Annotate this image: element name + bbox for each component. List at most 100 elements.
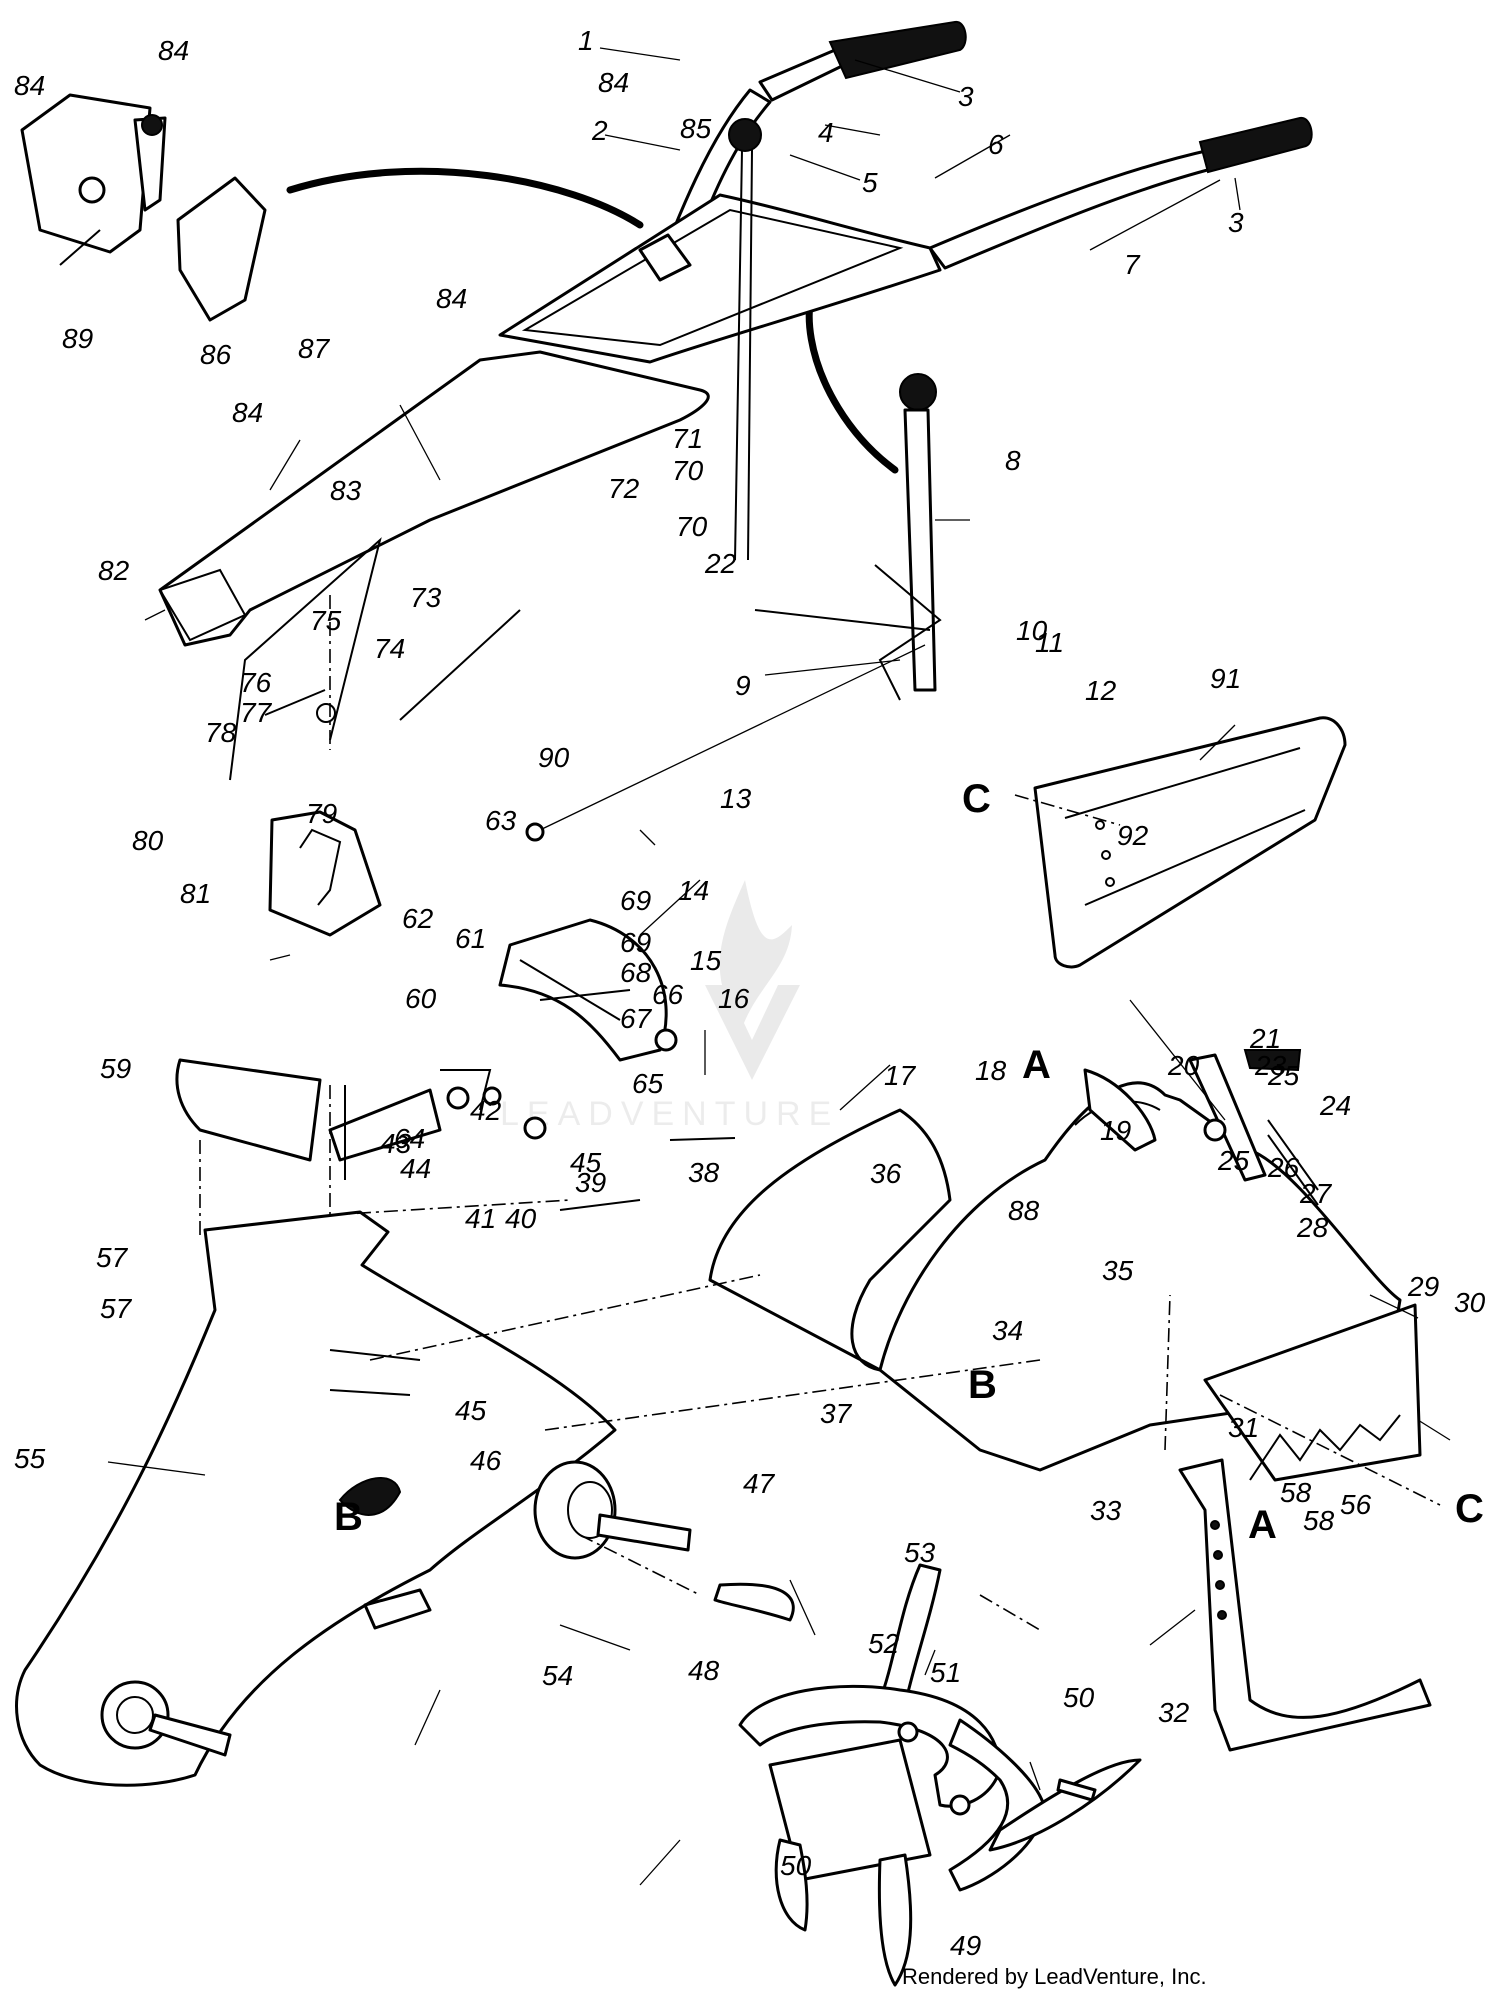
callout-63: 63 bbox=[485, 805, 517, 836]
callout-72: 72 bbox=[608, 473, 640, 504]
callout-18: 18 bbox=[975, 1055, 1007, 1086]
callout-83: 83 bbox=[330, 475, 362, 506]
callout-84: 84 bbox=[232, 397, 263, 428]
callout-28: 28 bbox=[1296, 1212, 1329, 1243]
callout-17: 17 bbox=[884, 1060, 917, 1091]
callout-19: 19 bbox=[1100, 1115, 1131, 1146]
section-letter-c: C bbox=[1455, 1487, 1484, 1531]
callout-54: 54 bbox=[542, 1660, 573, 1691]
callout-69: 69 bbox=[620, 927, 651, 958]
callout-3: 3 bbox=[958, 81, 974, 112]
callout-21: 21 bbox=[1249, 1023, 1281, 1054]
callout-71: 71 bbox=[672, 423, 703, 454]
callout-58: 58 bbox=[1280, 1477, 1312, 1508]
callout-43: 43 bbox=[380, 1128, 412, 1159]
callout-56: 56 bbox=[1340, 1489, 1372, 1520]
callout-57: 57 bbox=[96, 1242, 129, 1273]
callout-70: 70 bbox=[672, 455, 704, 486]
callout-34: 34 bbox=[992, 1315, 1023, 1346]
callout-16: 16 bbox=[718, 983, 750, 1014]
callout-2: 2 bbox=[591, 115, 608, 146]
callout-40: 40 bbox=[505, 1203, 537, 1234]
callout-39: 39 bbox=[575, 1167, 606, 1198]
callout-26: 26 bbox=[1267, 1152, 1300, 1183]
callout-84: 84 bbox=[14, 70, 45, 101]
callout-4: 4 bbox=[818, 117, 834, 148]
callout-91: 91 bbox=[1210, 663, 1241, 694]
callout-15: 15 bbox=[690, 945, 722, 976]
callout-87: 87 bbox=[298, 333, 331, 364]
callout-70: 70 bbox=[676, 511, 708, 542]
leader-lines bbox=[107, 47, 1451, 1886]
callout-8: 8 bbox=[1005, 445, 1021, 476]
callout-55: 55 bbox=[14, 1443, 46, 1474]
callout-80: 80 bbox=[132, 825, 164, 856]
depth-stake bbox=[1178, 1458, 1432, 1752]
callout-20: 20 bbox=[1167, 1050, 1200, 1081]
callout-13: 13 bbox=[720, 783, 752, 814]
tine-assembly bbox=[713, 1563, 1142, 1987]
callout-79: 79 bbox=[306, 798, 337, 829]
callout-32: 32 bbox=[1158, 1697, 1190, 1728]
callout-64: 64 bbox=[394, 1123, 425, 1154]
callout-59: 59 bbox=[100, 1053, 131, 1084]
callout-30: 30 bbox=[1454, 1287, 1486, 1318]
callout-9: 9 bbox=[735, 670, 751, 701]
callout-45: 45 bbox=[455, 1395, 487, 1426]
callout-23: 23 bbox=[1254, 1050, 1287, 1081]
callout-50: 50 bbox=[780, 1850, 812, 1881]
section-letter-a: A bbox=[1248, 1503, 1277, 1547]
callout-60: 60 bbox=[405, 983, 437, 1014]
callout-25: 25 bbox=[1267, 1060, 1300, 1091]
callout-69: 69 bbox=[620, 885, 651, 916]
callout-82: 82 bbox=[98, 555, 130, 586]
callout-25: 25 bbox=[1217, 1145, 1250, 1176]
callout-62: 62 bbox=[402, 903, 434, 934]
linkage-assembly bbox=[175, 537, 736, 1211]
depth-plate bbox=[1033, 716, 1347, 969]
callout-66: 66 bbox=[652, 979, 684, 1010]
callout-86: 86 bbox=[200, 339, 232, 370]
callout-84: 84 bbox=[158, 35, 189, 66]
callout-61: 61 bbox=[455, 923, 486, 954]
callout-29: 29 bbox=[1407, 1271, 1439, 1302]
section-letter-c: C bbox=[962, 777, 991, 821]
callout-14: 14 bbox=[678, 875, 709, 906]
section-letter-a: A bbox=[1022, 1043, 1051, 1087]
handle-assembly bbox=[158, 20, 1313, 842]
callout-36: 36 bbox=[870, 1158, 902, 1189]
callout-48: 48 bbox=[688, 1655, 720, 1686]
callout-73: 73 bbox=[410, 582, 442, 613]
assembly-guides bbox=[199, 595, 1441, 1631]
callout-49: 49 bbox=[950, 1930, 981, 1961]
callout-33: 33 bbox=[1090, 1495, 1122, 1526]
callout-10: 10 bbox=[1016, 615, 1048, 646]
callout-89: 89 bbox=[62, 323, 93, 354]
watermark-text: LEADVENTURE bbox=[500, 1095, 839, 1133]
callout-50: 50 bbox=[1063, 1682, 1095, 1713]
callout-37: 37 bbox=[820, 1398, 853, 1429]
callout-41: 41 bbox=[465, 1203, 496, 1234]
callout-45: 45 bbox=[570, 1147, 602, 1178]
callout-12: 12 bbox=[1085, 675, 1117, 706]
callout-67: 67 bbox=[620, 1003, 653, 1034]
callout-35: 35 bbox=[1102, 1255, 1134, 1286]
callout-84: 84 bbox=[598, 67, 629, 98]
callout-51: 51 bbox=[930, 1657, 961, 1688]
callout-1: 1 bbox=[578, 25, 594, 56]
callout-24: 24 bbox=[1319, 1090, 1351, 1121]
callout-27: 27 bbox=[1299, 1178, 1333, 1209]
footer-credit: Rendered by LeadVenture, Inc. bbox=[902, 1964, 1207, 1989]
callout-88: 88 bbox=[1008, 1195, 1040, 1226]
callout-74: 74 bbox=[374, 633, 405, 664]
callout-5: 5 bbox=[862, 167, 878, 198]
callout-57: 57 bbox=[100, 1293, 133, 1324]
callout-68: 68 bbox=[620, 957, 652, 988]
callout-52: 52 bbox=[868, 1628, 900, 1659]
callout-78: 78 bbox=[205, 717, 237, 748]
callout-7: 7 bbox=[1124, 249, 1141, 280]
callout-81: 81 bbox=[180, 878, 211, 909]
